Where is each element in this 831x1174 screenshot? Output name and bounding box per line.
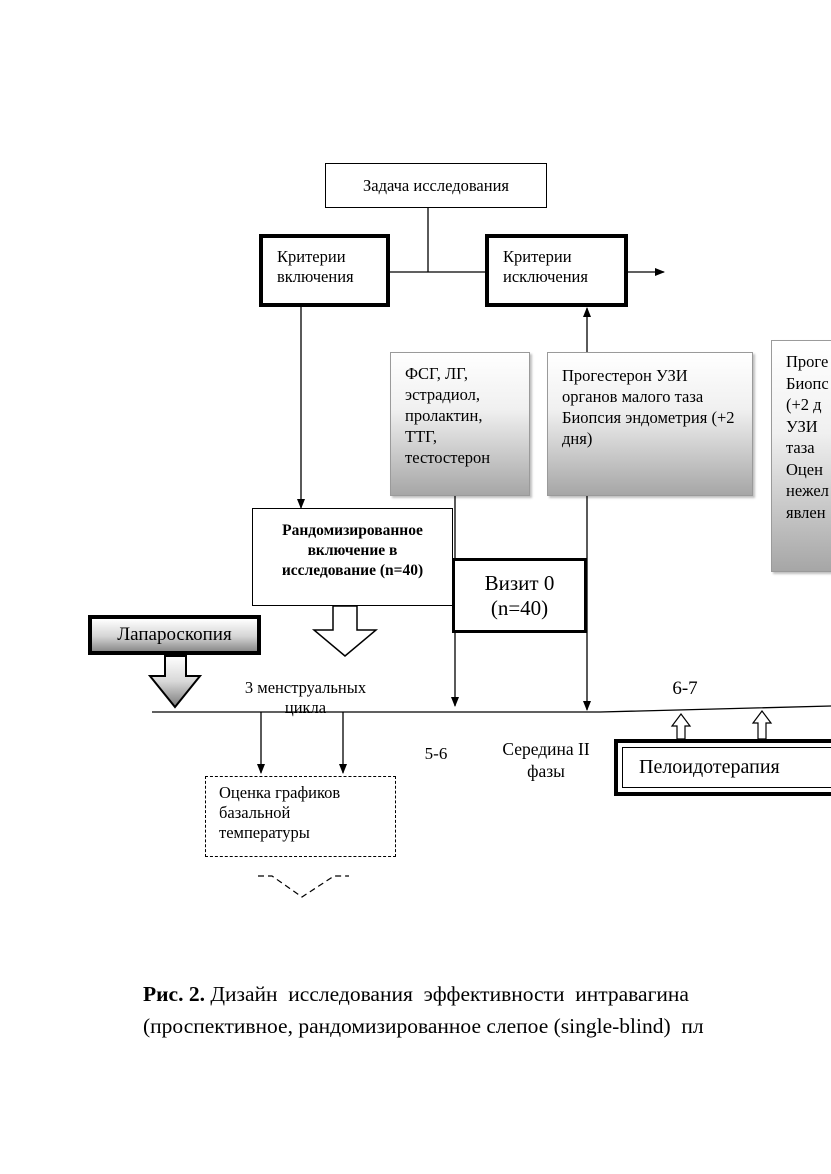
- bbt-evaluation-box: Оценка графиков базальной температуры: [205, 776, 396, 857]
- peloid-therapy-inner: Пелоидотерапия: [622, 747, 831, 788]
- caption-line-1: Рис. 2. Дизайн исследования эффективност…: [143, 978, 831, 1010]
- right-box-line: таза: [786, 438, 815, 457]
- inclusion-criteria-box: Критерии включения: [259, 234, 390, 307]
- peloid-therapy-box: Пелоидотерапия: [614, 739, 831, 796]
- peloid-up-arrow-1: [670, 713, 692, 740]
- right-clipped-box: Проге Биопс (+2 д УЗИ таза Оцен нежел яв…: [771, 340, 831, 572]
- exclusion-criteria-label: Критерии исключения: [503, 247, 588, 286]
- hormone-labs-box: ФСГ, ЛГ, эстрадиол, пролактин, ТТГ, тест…: [390, 352, 530, 496]
- task-box: Задача исследования: [325, 163, 547, 208]
- right-box-line: Биопс: [786, 373, 829, 393]
- right-box-line: (+2 д: [786, 395, 822, 414]
- right-box-line: явлен: [786, 502, 826, 522]
- visit-0-box: Визит 0 (n=40): [452, 558, 587, 633]
- mid-phase-label: Середина II фазы: [502, 739, 590, 781]
- bbt-evaluation-label: Оценка графиков базальной температуры: [219, 783, 341, 842]
- right-box-line: Оцен: [786, 459, 823, 479]
- bbt-down-arrow: [258, 875, 349, 898]
- peloid-up-arrow-2: [751, 710, 773, 740]
- randomized-inclusion-label: Рандомизированное включение в исследован…: [281, 522, 424, 579]
- figure-caption: Рис. 2. Дизайн исследования эффективност…: [143, 978, 831, 1042]
- days-6-7-label: 6-7: [672, 678, 698, 699]
- laparoscopy-label: Лапароскопия: [117, 624, 232, 645]
- laparoscopy-box: Лапароскопия: [88, 615, 261, 655]
- caption-text-1: Дизайн исследования эффективности интрав…: [210, 982, 689, 1006]
- visit-0-title: Визит 0: [484, 571, 555, 595]
- progesterone-box: Прогестерон УЗИ органов малого таза Биоп…: [547, 352, 753, 496]
- timeline: [152, 705, 831, 713]
- progesterone-label: Прогестерон УЗИ органов малого таза Биоп…: [562, 366, 735, 448]
- visit-0-count: (n=40): [490, 596, 549, 620]
- inclusion-criteria-label: Критерии включения: [277, 247, 354, 286]
- days-5-6-label: 5-6: [424, 744, 448, 763]
- task-label: Задача исследования: [362, 175, 509, 195]
- laparoscopy-down-arrow: [147, 655, 203, 709]
- randomized-inclusion-box: Рандомизированное включение в исследован…: [252, 508, 453, 606]
- exclusion-criteria-box: Критерии исключения: [485, 234, 628, 307]
- right-clipped-box-text: Проге Биопс (+2 д УЗИ таза Оцен нежел яв…: [786, 351, 831, 523]
- caption-line-2: (проспективное, рандомизированное слепое…: [143, 1014, 704, 1038]
- caption-figure-number: Рис. 2.: [143, 982, 205, 1006]
- right-box-line: Проге: [786, 352, 829, 371]
- right-box-line: УЗИ: [786, 416, 818, 436]
- right-box-line: нежел: [786, 481, 829, 500]
- hormone-labs-label: ФСГ, ЛГ, эстрадиол, пролактин, ТТГ, тест…: [405, 364, 491, 467]
- menstrual-cycles-label: 3 менструальных цикла: [244, 678, 367, 717]
- peloid-therapy-label: Пелоидотерапия: [639, 756, 780, 778]
- randomized-down-arrow: [311, 605, 379, 657]
